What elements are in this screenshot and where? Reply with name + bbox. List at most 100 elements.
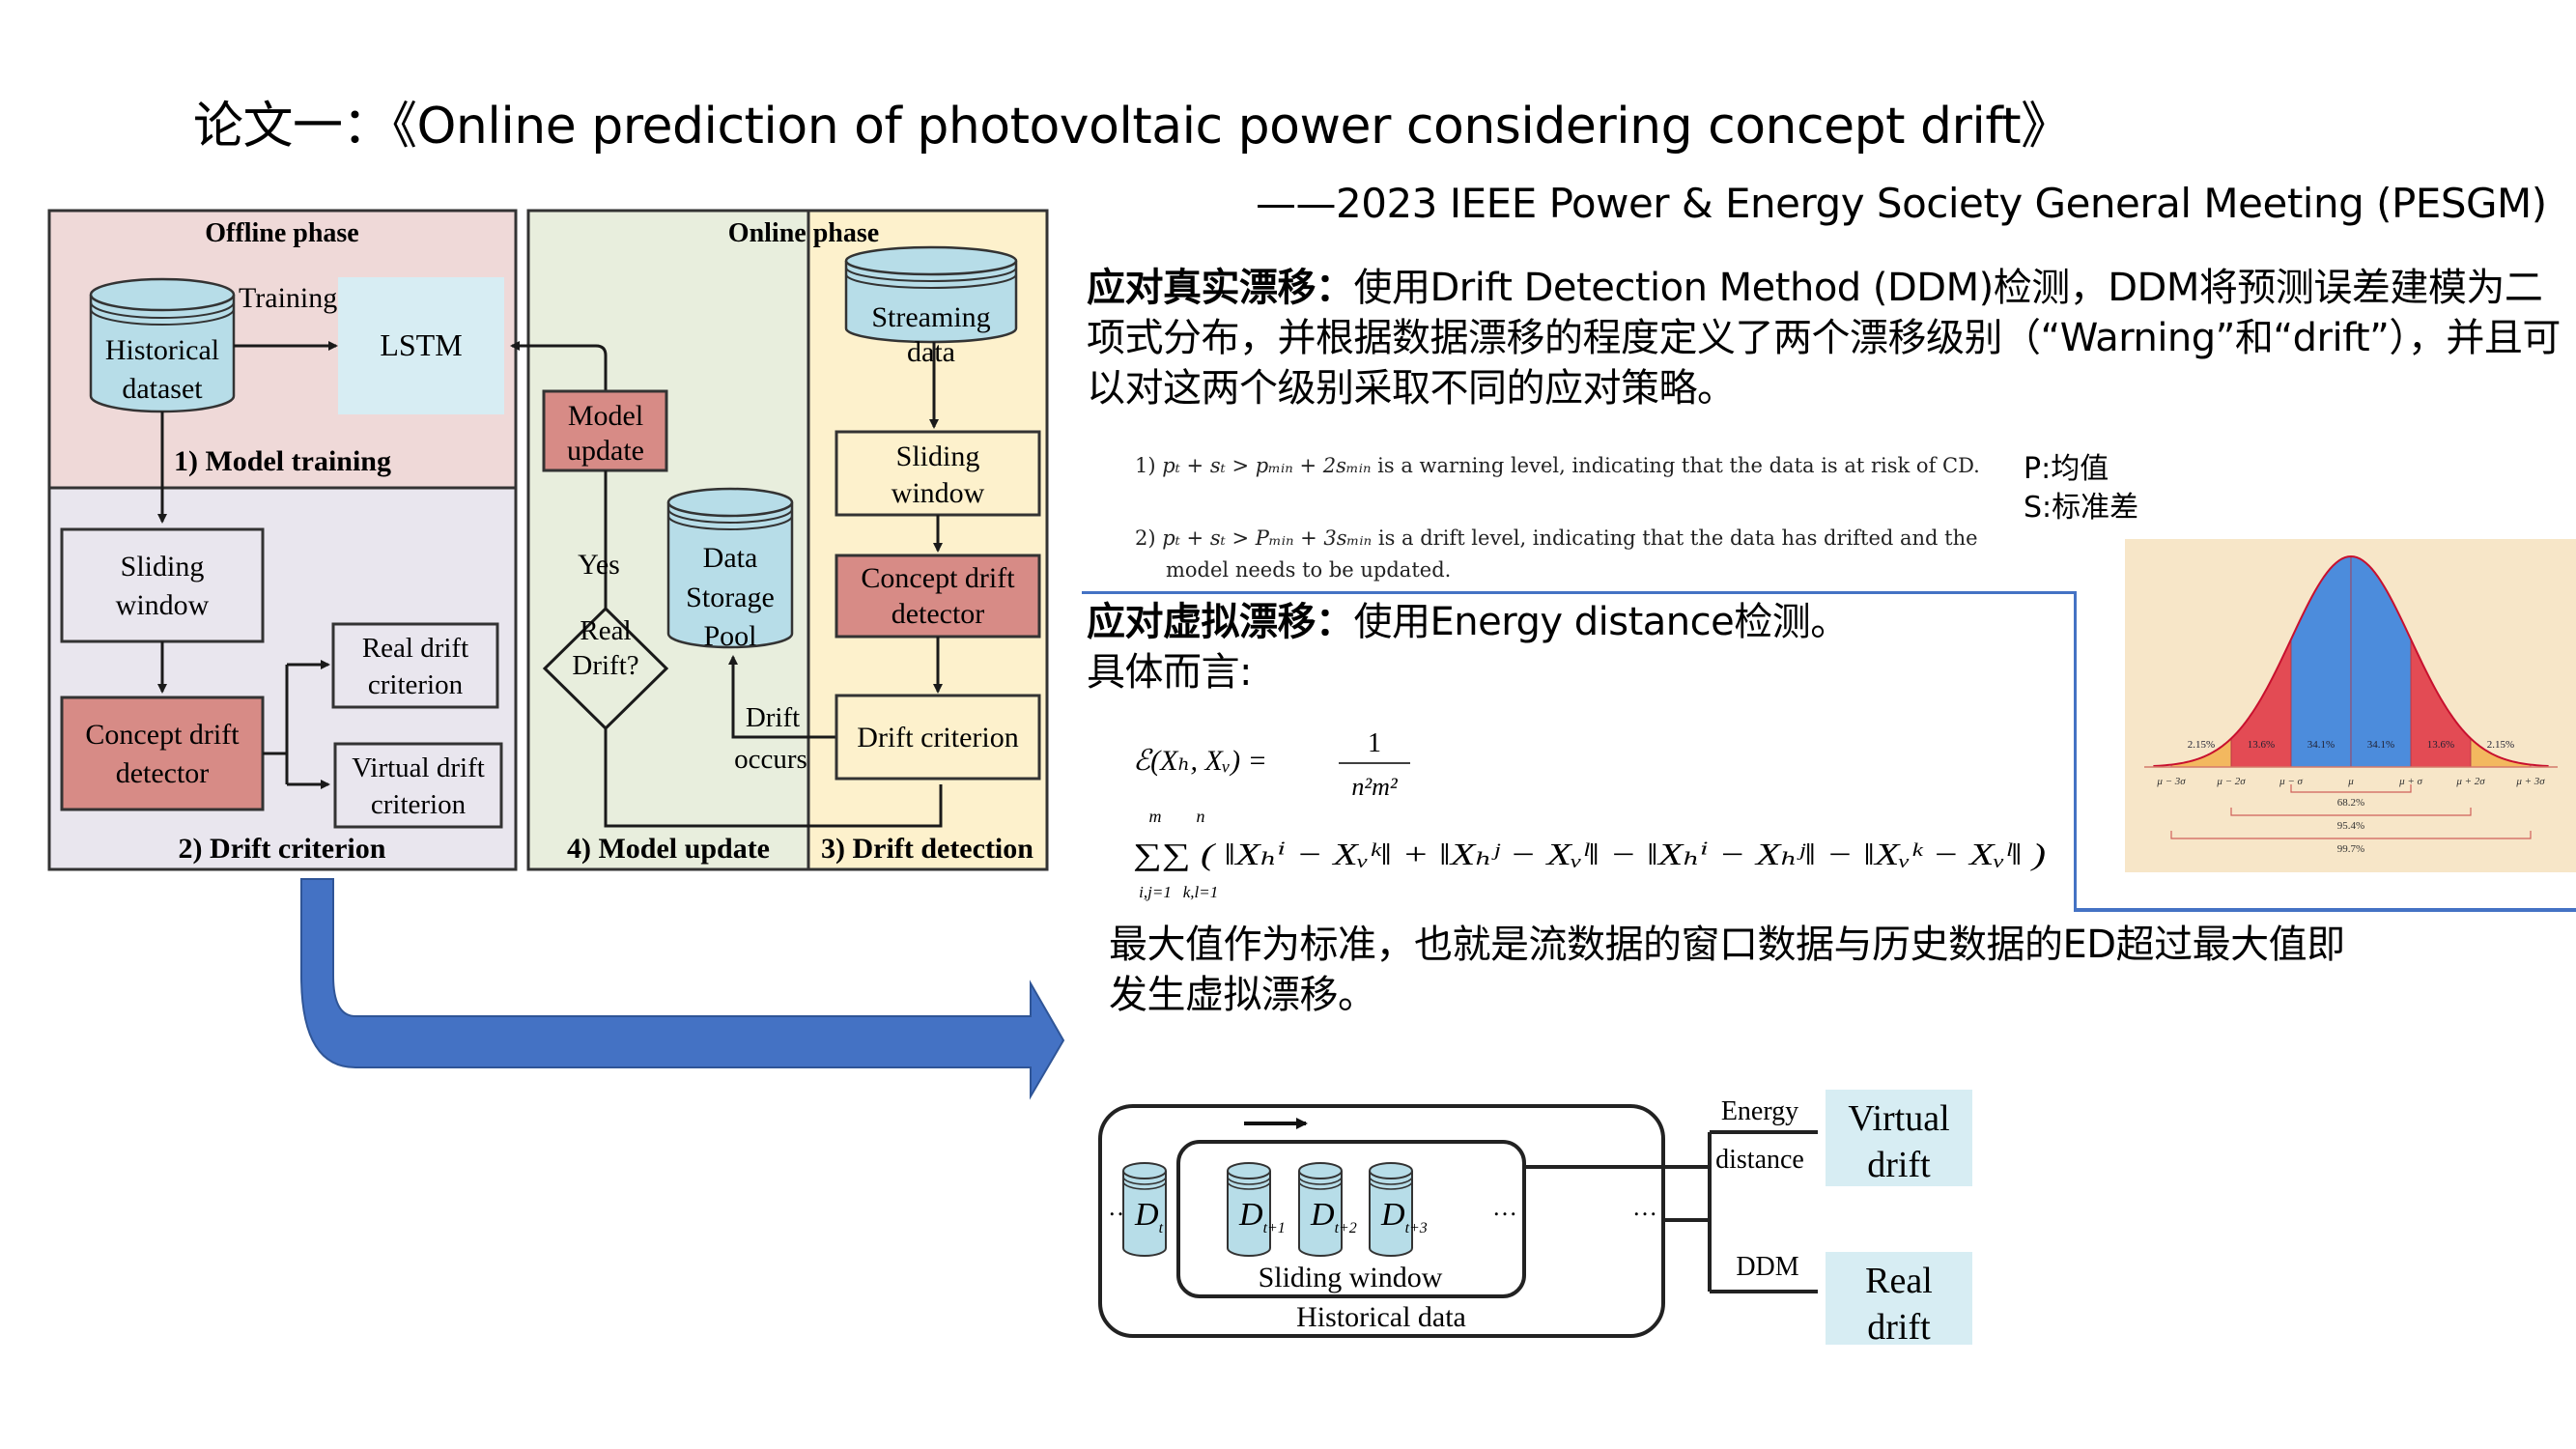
connector-lines [1524, 1130, 1818, 1293]
sliding-window-label: Sliding window [1259, 1262, 1443, 1293]
flow-diagram: Offline phase Online phase Historical da… [47, 209, 1049, 871]
online-detector-label-1: Concept drift [861, 562, 1015, 594]
virtual-drift-box [1826, 1090, 1972, 1186]
x-tick-label: μ + 3σ [2515, 776, 2545, 787]
section-divider-top [1082, 591, 2077, 594]
drift-criterion-label: Drift criterion [857, 722, 1018, 753]
detector-label-1: Concept drift [85, 719, 240, 751]
streaming-label-2: data [907, 336, 955, 368]
online-sliding-label-1: Sliding [896, 440, 980, 472]
online-detector-label-2: detector [892, 598, 985, 630]
historical-dataset-cylinder: Historical dataset [89, 277, 236, 413]
decision-label-2: Drift? [572, 650, 638, 681]
range-label: 95.4% [2337, 820, 2364, 832]
online-phase-title: Online phase [728, 218, 879, 248]
virtual-drift-criterion-label-2: criterion [371, 789, 467, 820]
historical-dataset-label-1: Historical [105, 334, 219, 366]
segment-label: 13.6% [2248, 739, 2275, 751]
section-divider-bottom [2074, 908, 2576, 912]
section-divider-vertical [2074, 591, 2077, 910]
virtual-drift-label-2: drift [1867, 1145, 1931, 1185]
drift-criterion-box [835, 694, 1041, 781]
real-drift-label-2: drift [1867, 1307, 1931, 1348]
streaming-data-cylinder: Streaming data [844, 245, 1018, 368]
segment-label: 34.1% [2307, 739, 2335, 751]
historical-dataset-label-2: dataset [122, 373, 203, 405]
drift-criterion-section: 2) Drift criterion [179, 833, 386, 865]
offline-phase-title: Offline phase [205, 218, 358, 248]
energy-distance-formula: ℰ(Xₕ, Xᵥ) = 1 n²m² m n ∑∑ ( ‖Xₕⁱ − Xᵥᵏ‖ … [1133, 728, 2046, 901]
range-bracket [2290, 784, 2412, 793]
range-label: 68.2% [2337, 797, 2364, 809]
warning-rule: 1) pₜ + sₜ > pₘᵢₙ + 2sₘᵢₙ is a warning l… [1135, 454, 1980, 477]
symbol-legend: P:均值 S:标准差 [2024, 450, 2138, 527]
legend-std: S:标准差 [2024, 491, 2139, 525]
range-bracket [2230, 808, 2472, 816]
drift-occurs-arrow [728, 655, 836, 739]
segment-label: 2.15% [2188, 739, 2215, 751]
pool-label-3: Pool [703, 620, 756, 652]
legend-mean: P:均值 [2024, 452, 2109, 486]
data-block-label: Dt [1134, 1197, 1164, 1236]
virtual-drift-label-1: Virtual [1848, 1098, 1949, 1139]
model-update-box [542, 389, 668, 472]
real-drift-criterion-box [331, 622, 499, 709]
page-title: 论文一：《Online prediction of photovoltaic p… [193, 98, 2071, 156]
pool-label-1: Data [703, 542, 758, 574]
rule-text: is a drift level, indicating that the da… [1377, 526, 1978, 550]
range-bracket [2170, 831, 2532, 839]
offline-sliding-window-box [60, 527, 265, 643]
detector-branch-lines [263, 665, 289, 784]
range-label: 99.7% [2337, 843, 2364, 855]
drift-detection-section: 3) Drift detection [821, 833, 1033, 865]
x-tick-label: μ [2347, 776, 2354, 787]
sum-upper-n: n [1197, 807, 1205, 826]
segment-label: 34.1% [2367, 739, 2394, 751]
rule-text: is a warning level, indicating that the … [1377, 454, 1980, 477]
inner-ellipsis: … [1492, 1193, 1517, 1221]
transition-arrow [300, 878, 1065, 1100]
drift-occurs-label-2: occurs [734, 744, 807, 775]
model-update-to-lstm-line [510, 341, 608, 391]
rule-number: 2) [1135, 526, 1156, 550]
x-tick-label: μ + 2σ [2455, 776, 2485, 787]
sum-lower-kl: k,l=1 [1183, 883, 1219, 901]
online-sliding-label-2: window [892, 477, 985, 509]
lstm-label: LSTM [380, 327, 462, 362]
virtual-drift-criterion-box [333, 742, 503, 829]
big-blue-arrow-icon [300, 878, 1065, 1100]
data-block-label: Dt+3 [1380, 1197, 1428, 1236]
lstm-box [338, 277, 504, 414]
historical-data-label: Historical data [1296, 1301, 1466, 1333]
virtual-drift-heading: 应对虚拟漂移： [1087, 600, 1354, 644]
model-training-section: 1) Model training [174, 445, 391, 477]
yes-label: Yes [578, 549, 620, 581]
sum-upper-m: m [1149, 807, 1162, 826]
model-update-label-2: update [567, 435, 644, 467]
detector-label-2: detector [116, 757, 210, 789]
segment-label: 13.6% [2427, 739, 2454, 751]
drift-occurs-label-1: Drift [746, 702, 800, 733]
real-drift-paragraph: 应对真实漂移：使用Drift Detection Method (DDM)检测，… [1087, 263, 2574, 413]
model-update-section: 4) Model update [567, 833, 770, 865]
decision-label-1: Real [580, 615, 631, 646]
real-drift-criterion-label-2: criterion [368, 669, 464, 700]
real-drift-body: 使用Drift Detection Method (DDM)检测，DDM将预测误… [1087, 266, 2561, 411]
x-tick-label: μ − 3σ [2156, 776, 2186, 787]
sliding-window-diagram: … Dt Dt+1 Dt+2 Dt+3 … Sliding window His… [1098, 1090, 1972, 1348]
formula-numerator: 1 [1368, 728, 1381, 758]
energy-label-2: distance [1715, 1145, 1804, 1175]
formula-sum: ∑∑ ( ‖Xₕⁱ − Xᵥᵏ‖ + ‖Xₕʲ − Xᵥˡ‖ − ‖Xₕⁱ − … [1133, 837, 2046, 871]
data-block-cylinder: Dt+3 [1369, 1162, 1428, 1257]
ddm-label: DDM [1736, 1252, 1798, 1282]
virtual-drift-body: 使用Energy distance检测。 [1353, 600, 1850, 644]
sliding-window-label-2: window [116, 589, 210, 621]
x-tick-label: μ + σ [2398, 776, 2422, 787]
offline-concept-drift-detector-box [60, 696, 265, 811]
segment-label: 2.15% [2487, 739, 2514, 751]
real-drift-label-1: Real [1865, 1261, 1933, 1301]
decision-loop-line [604, 728, 943, 828]
training-label: Training [239, 282, 337, 314]
ed-conclusion-text: 最大值作为标准，也就是流数据的窗口数据与历史数据的ED超过最大值即发生虚拟漂移。 [1109, 923, 2345, 1017]
